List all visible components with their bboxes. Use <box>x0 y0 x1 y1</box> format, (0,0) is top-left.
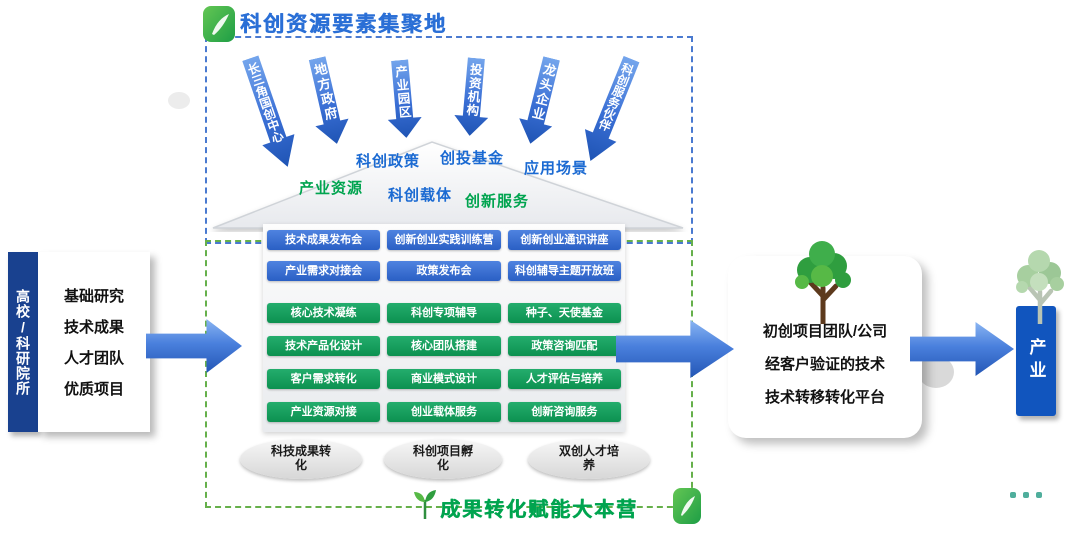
input-card: 基础研究 技术成果 人才团队 优质项目 <box>38 252 150 432</box>
bottom-camp-title: 成果转化赋能大本营 <box>440 499 638 521</box>
service-button: 创新咨询服务 <box>507 402 621 422</box>
roof-label: 产业资源 <box>299 180 364 197</box>
tree-icon <box>1010 246 1070 329</box>
input-item: 基础研究 <box>63 288 124 305</box>
outcome-ellipse: 双创人才培养 <box>528 439 650 479</box>
tree-icon <box>788 236 858 329</box>
outcome-ellipse: 科创项目孵化 <box>384 439 502 479</box>
roof-label: 科创政策 <box>356 153 421 170</box>
service-button: 科创专项辅导 <box>387 303 501 323</box>
event-button: 技术成果发布会 <box>267 230 381 250</box>
service-button: 核心技术凝练 <box>267 303 381 323</box>
industry-label-text: 产业 <box>1026 338 1046 384</box>
input-item: 技术成果 <box>63 319 124 336</box>
startup-card-line: 经客户验证的技术 <box>764 356 885 373</box>
event-button: 创新创业通识讲座 <box>507 230 621 250</box>
service-button: 产业资源对接 <box>267 402 381 422</box>
service-button: 政策咨询匹配 <box>507 336 621 356</box>
roof-label: 应用场景 <box>524 160 589 177</box>
industry-vertical-label: 产业 <box>1016 306 1056 416</box>
roof-label: 科创载体 <box>388 187 453 204</box>
sprout-icon <box>412 486 438 525</box>
event-button: 创新创业实践训练营 <box>387 230 501 250</box>
event-button: 产业需求对接会 <box>267 261 381 281</box>
decor-dot <box>168 92 190 109</box>
startup-card-line: 初创项目团队/公司 <box>762 323 888 340</box>
event-row: 产业需求对接会 政策发布会 科创辅导主题开放班 <box>267 261 621 281</box>
startup-card-line: 技术转移转化平台 <box>764 389 885 406</box>
event-button: 科创辅导主题开放班 <box>507 261 621 281</box>
outcome-label: 科创项目孵化 <box>412 444 473 472</box>
program-grid: 技术成果发布会 创新创业实践训练营 创新创业通识讲座 产业需求对接会 政策发布会… <box>267 230 621 435</box>
service-button: 种子、天使基金 <box>507 303 621 323</box>
service-button: 商业模式设计 <box>387 369 501 389</box>
outcome-ellipse: 科技成果转化 <box>240 439 362 479</box>
university-label-text: 高校/科研院所 <box>15 288 31 396</box>
outcome-label: 双创人才培养 <box>558 444 619 472</box>
service-row: 客户需求转化 商业模式设计 人才评估与培养 <box>267 369 621 389</box>
input-item: 人才团队 <box>63 350 124 367</box>
service-row: 核心技术凝练 科创专项辅导 种子、天使基金 <box>267 303 621 323</box>
roof-label: 创新服务 <box>465 193 530 210</box>
event-button: 政策发布会 <box>387 261 501 281</box>
service-button: 技术产品化设计 <box>267 336 381 356</box>
house-body <box>263 224 625 432</box>
university-vertical-label: 高校/科研院所 <box>8 252 38 432</box>
top-cluster-title: 科创资源要素集聚地 <box>240 13 447 36</box>
service-row: 产业资源对接 创业载体服务 创新咨询服务 <box>267 402 621 422</box>
service-button: 核心团队搭建 <box>387 336 501 356</box>
ellipsis-dots <box>1010 492 1042 498</box>
service-button: 客户需求转化 <box>267 369 381 389</box>
outcome-label: 科技成果转化 <box>270 444 331 472</box>
service-button: 创业载体服务 <box>387 402 501 422</box>
input-item: 优质项目 <box>63 381 124 398</box>
service-row: 技术产品化设计 核心团队搭建 政策咨询匹配 <box>267 336 621 356</box>
service-button: 人才评估与培养 <box>507 369 621 389</box>
event-row: 技术成果发布会 创新创业实践训练营 创新创业通识讲座 <box>267 230 621 250</box>
camp-badge-icon <box>672 487 702 530</box>
roof-label: 创投基金 <box>440 150 505 167</box>
cluster-badge-icon <box>202 5 236 48</box>
